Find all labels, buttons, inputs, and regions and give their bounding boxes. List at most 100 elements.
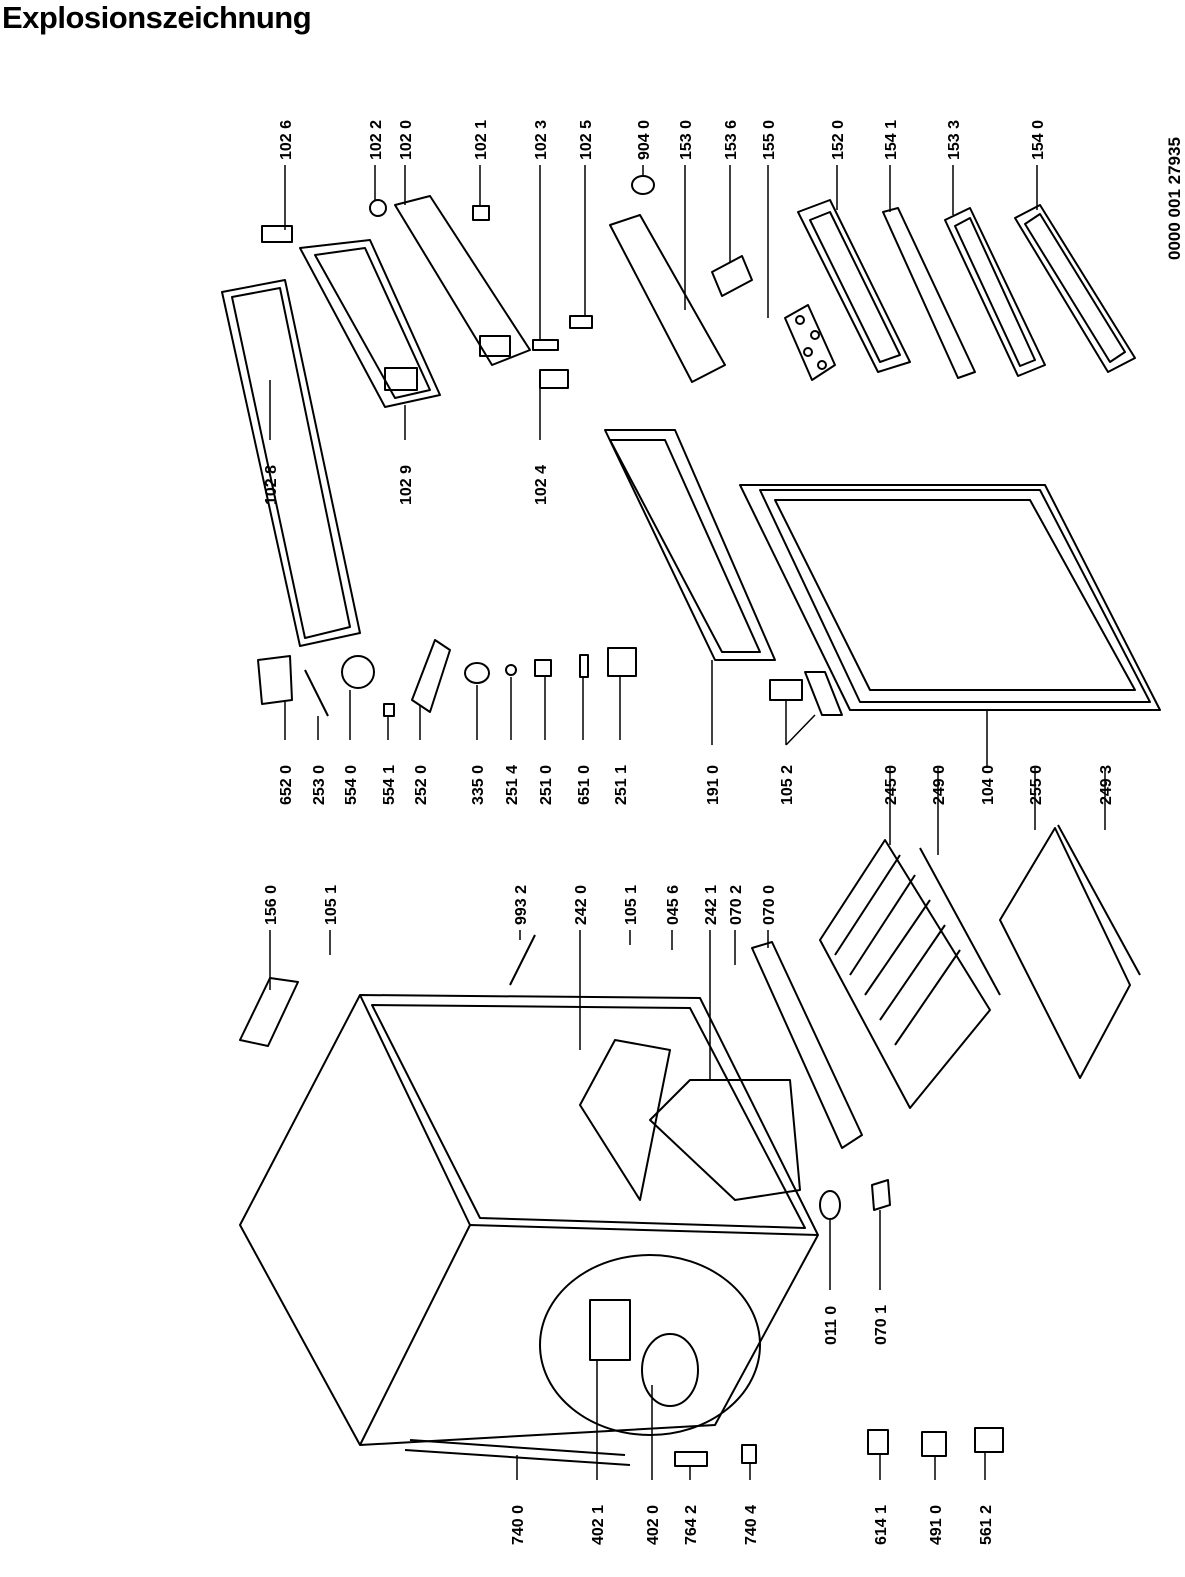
part-label: 251 0	[538, 765, 555, 805]
switch-part-5541	[383, 703, 395, 717]
part-label: 651 0	[576, 765, 593, 805]
part-label: 154 0	[1030, 120, 1047, 160]
part-label: 155 0	[761, 120, 778, 160]
part-label: 105 1	[323, 885, 340, 925]
part-label: 102 1	[473, 120, 490, 160]
part-label: 102 0	[398, 120, 415, 160]
inner-drawer-parts	[579, 1039, 801, 1201]
clip-part-1026	[261, 225, 293, 243]
part-label: 491 0	[928, 1505, 945, 1545]
capacitor-part-7642	[674, 1451, 708, 1467]
small-part-1024	[539, 369, 569, 389]
part-label: 249 0	[931, 765, 948, 805]
part-label: 153 6	[723, 120, 740, 160]
strip-part-2490	[919, 847, 1001, 996]
plate-part-2510	[534, 659, 552, 677]
part-label: 102 2	[368, 120, 385, 160]
part-label: 554 0	[343, 765, 360, 805]
wire-shelf-part-2450	[819, 839, 991, 1109]
ring-part-3350	[464, 662, 490, 684]
part-label: 102 8	[263, 465, 280, 505]
bracket-part-1536	[711, 255, 753, 297]
probe-part-2530	[304, 669, 329, 717]
part-label: 764 2	[683, 1505, 700, 1545]
part-label: 153 0	[678, 120, 695, 160]
part-label: 102 3	[533, 120, 550, 160]
shelf-part-1540	[1014, 204, 1136, 373]
part-label: 102 4	[533, 465, 550, 505]
ring-part-9040	[631, 175, 655, 195]
wiring-part-6520	[257, 655, 293, 705]
part-label: 070 0	[761, 885, 778, 925]
foot-part-0110	[819, 1190, 841, 1220]
part-label: 154 1	[883, 120, 900, 160]
part-label: 191 0	[705, 765, 722, 805]
cover-part-4910	[921, 1431, 947, 1457]
part-label: 105 1	[623, 885, 640, 925]
part-label: 253 0	[311, 765, 328, 805]
lid-part-1020	[394, 195, 531, 366]
cap-part-0701	[871, 1179, 891, 1211]
cap-part-7404	[741, 1444, 757, 1464]
strip-part-2493	[1057, 824, 1141, 976]
part-label: 402 0	[645, 1505, 662, 1545]
shelf-part-1533	[944, 207, 1046, 377]
housing-part-2520	[411, 639, 451, 713]
probe-part-9932	[509, 934, 536, 986]
part-label: 249 3	[1098, 765, 1115, 805]
rail-part-0700	[751, 941, 863, 1149]
ring-part-1022	[369, 199, 387, 217]
part-label: 402 1	[590, 1505, 607, 1545]
leader-lines	[269, 165, 1106, 1480]
part-label: 245 0	[883, 765, 900, 805]
part-label: 153 3	[946, 120, 963, 160]
part-label: 102 9	[398, 465, 415, 505]
part-label: 070 2	[728, 885, 745, 925]
rail-part-1541	[882, 207, 976, 379]
part-label: 614 1	[873, 1505, 890, 1545]
cabinet-body	[239, 994, 819, 1466]
egg-tray-part-1550	[784, 304, 836, 381]
relay-part-6141	[867, 1429, 889, 1455]
ring-part-2514	[505, 664, 517, 676]
door-gasket-part-1910	[604, 429, 776, 661]
part-label: 251 4	[504, 765, 521, 805]
top-gasket-part	[221, 279, 361, 647]
part-label: 740 0	[510, 1505, 527, 1545]
door-part-1040	[739, 484, 1161, 711]
part-label: 993 2	[513, 885, 530, 925]
part-label: 070 1	[873, 1305, 890, 1345]
part-label: 242 0	[573, 885, 590, 925]
part-label: 252 0	[413, 765, 430, 805]
part-label: 652 0	[278, 765, 295, 805]
part-label: 152 0	[830, 120, 847, 160]
part-label: 045 6	[665, 885, 682, 925]
part-label: 102 5	[578, 120, 595, 160]
part-label: 104 0	[980, 765, 997, 805]
hinge-part-1052	[769, 671, 843, 716]
part-label: 561 2	[978, 1505, 995, 1545]
part-label: 102 6	[278, 120, 295, 160]
document-number: 0000 001 27935	[1165, 137, 1184, 260]
glass-shelf-part-2550	[999, 827, 1131, 1079]
knob-part-5540	[341, 655, 375, 689]
part-label: 011 0	[823, 1306, 840, 1345]
part-label: 740 4	[743, 1505, 760, 1545]
small-part-1025	[569, 315, 593, 329]
part-label: 156 0	[263, 885, 280, 925]
bracket-part-5612	[974, 1427, 1004, 1453]
part-label: 904 0	[636, 120, 653, 160]
part-label: 105 2	[779, 765, 796, 805]
shelf-part-1520	[797, 199, 911, 373]
grille-part-1560	[239, 977, 299, 1047]
top-frame-part	[299, 239, 441, 408]
part-labels: 102 6 102 2 102 0 102 1 102 3 102 5 904 …	[263, 120, 1115, 1545]
screw-part-6510	[579, 654, 589, 678]
small-part-1023	[532, 339, 559, 351]
clip-part-1021	[472, 205, 490, 221]
part-label: 251 1	[613, 765, 630, 805]
part-label: 255 0	[1028, 765, 1045, 805]
roll-part-1530	[609, 214, 726, 383]
box-part-2511	[607, 647, 637, 677]
